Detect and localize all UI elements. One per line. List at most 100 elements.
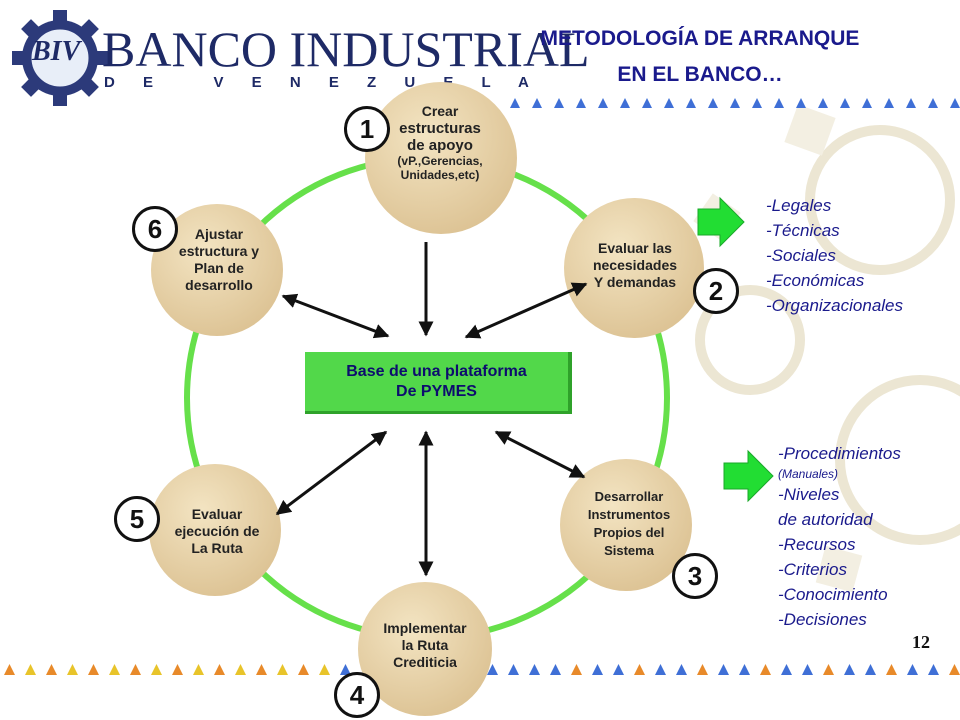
list-item: -Sociales xyxy=(766,246,836,265)
stripe-triangle xyxy=(886,664,897,675)
badge-6: 6 xyxy=(132,206,178,252)
node-3-label: Desarrollar Instrumentos Propios del Sis… xyxy=(587,489,671,558)
stripe-triangle xyxy=(865,664,876,675)
stripe-triangle xyxy=(214,664,225,675)
stripe-triangle xyxy=(884,98,894,108)
node-2-circle xyxy=(564,198,704,338)
badge-3: 3 xyxy=(672,553,718,599)
node-1-circle xyxy=(365,82,517,234)
badge-5: 5 xyxy=(114,496,160,542)
logo-monogram: BIV xyxy=(32,36,81,67)
stripe-triangle xyxy=(550,664,561,675)
stripe-triangle xyxy=(235,664,246,675)
stripe-triangle xyxy=(298,664,309,675)
arrow-node-5 xyxy=(275,430,388,516)
center-line-1: Base de una plataforma xyxy=(346,363,527,380)
stripe-triangle xyxy=(928,98,938,108)
stripe-triangle xyxy=(193,664,204,675)
node-6-circle xyxy=(151,204,283,336)
node-4-circle xyxy=(358,582,492,716)
stripe-triangle xyxy=(620,98,630,108)
stripe-triangle xyxy=(697,664,708,675)
badge-2: 2 xyxy=(693,268,739,314)
stripe-triangle xyxy=(655,664,666,675)
stripe-triangle xyxy=(592,664,603,675)
green-arrow-right-icon xyxy=(697,196,745,248)
gear-logo-icon xyxy=(12,10,108,106)
list-item: -Procedimientos xyxy=(778,444,901,463)
arrow-node-6 xyxy=(281,293,390,339)
stripe-triangle xyxy=(613,664,624,675)
instruments-list: -Procedimientos (Manuales) -Niveles de a… xyxy=(778,441,901,632)
node-1-label: Crear estructuras de apoyo (vP.,Gerencia… xyxy=(397,103,483,182)
center-platform-box: Base de una plataforma De PYMES xyxy=(305,352,572,414)
stripe-triangle xyxy=(844,664,855,675)
title-line-2: EN EL BANCO… xyxy=(617,63,783,86)
stripe-triangle xyxy=(4,664,15,675)
stripe-triangle xyxy=(642,98,652,108)
list-item: -Criterios xyxy=(778,560,847,579)
stripe-triangle xyxy=(598,98,608,108)
stripe-triangle xyxy=(487,664,498,675)
node-5-circle xyxy=(149,464,281,596)
stripe-triangle xyxy=(752,98,762,108)
page-number: 12 xyxy=(912,632,930,652)
stripe-triangle xyxy=(949,664,960,675)
stripe-triangle xyxy=(109,664,120,675)
list-item-note: (Manuales) xyxy=(778,467,839,481)
stripe-triangle xyxy=(781,664,792,675)
stripe-triangle xyxy=(277,664,288,675)
stripe-triangle xyxy=(796,98,806,108)
stripe-triangle xyxy=(686,98,696,108)
stripe-triangle xyxy=(708,98,718,108)
stripe-triangle xyxy=(862,98,872,108)
stripe-triangle xyxy=(576,98,586,108)
list-item: -Recursos xyxy=(778,535,856,554)
stripe-triangle xyxy=(739,664,750,675)
stripe-triangle xyxy=(67,664,78,675)
arrow-node-3 xyxy=(494,430,586,479)
badge-4: 4 xyxy=(334,672,380,718)
list-item: -Técnicas xyxy=(766,221,840,240)
stripe-triangle xyxy=(529,664,540,675)
node-4-label: Implementar la Ruta Crediticia xyxy=(383,620,467,670)
green-arrow-right-icon xyxy=(723,449,774,503)
badge-1: 1 xyxy=(344,106,390,152)
list-item: -Niveles xyxy=(778,485,840,504)
stripe-triangle xyxy=(907,664,918,675)
stripe-triangle xyxy=(950,98,960,108)
arrow-node-2 xyxy=(464,282,588,339)
stripe-triangle xyxy=(340,664,351,675)
stripe-triangle xyxy=(818,98,828,108)
list-item: -Conocimiento xyxy=(778,585,888,604)
stripe-triangle xyxy=(634,664,645,675)
list-item: -Organizacionales xyxy=(766,296,904,315)
stripe-triangle xyxy=(130,664,141,675)
list-item: -Decisiones xyxy=(778,610,867,629)
stripe-triangle xyxy=(823,664,834,675)
title-line-1: METODOLOGÍA DE ARRANQUE xyxy=(540,27,860,50)
stripe-triangle xyxy=(256,664,267,675)
stripe-triangle xyxy=(730,98,740,108)
stripe-triangle xyxy=(676,664,687,675)
node-6-label: Ajustar estructura y Plan de desarrollo xyxy=(178,226,260,293)
stripe-triangle xyxy=(151,664,162,675)
stripe-triangle xyxy=(510,98,520,108)
list-item: -Económicas xyxy=(766,271,865,290)
stripe-triangle xyxy=(840,98,850,108)
stripe-triangle xyxy=(802,664,813,675)
stripe-triangle xyxy=(508,664,519,675)
stripe-triangle xyxy=(928,664,939,675)
node-2-label: Evaluar las necesidades Y demandas xyxy=(592,240,678,290)
stripe-triangle xyxy=(554,98,564,108)
stripe-triangle xyxy=(25,664,36,675)
stripe-triangle xyxy=(46,664,57,675)
stripe-triangle xyxy=(774,98,784,108)
stripe-triangle xyxy=(172,664,183,675)
stripe-triangle xyxy=(319,664,330,675)
node-3-circle xyxy=(560,459,692,591)
stripe-triangle xyxy=(88,664,99,675)
